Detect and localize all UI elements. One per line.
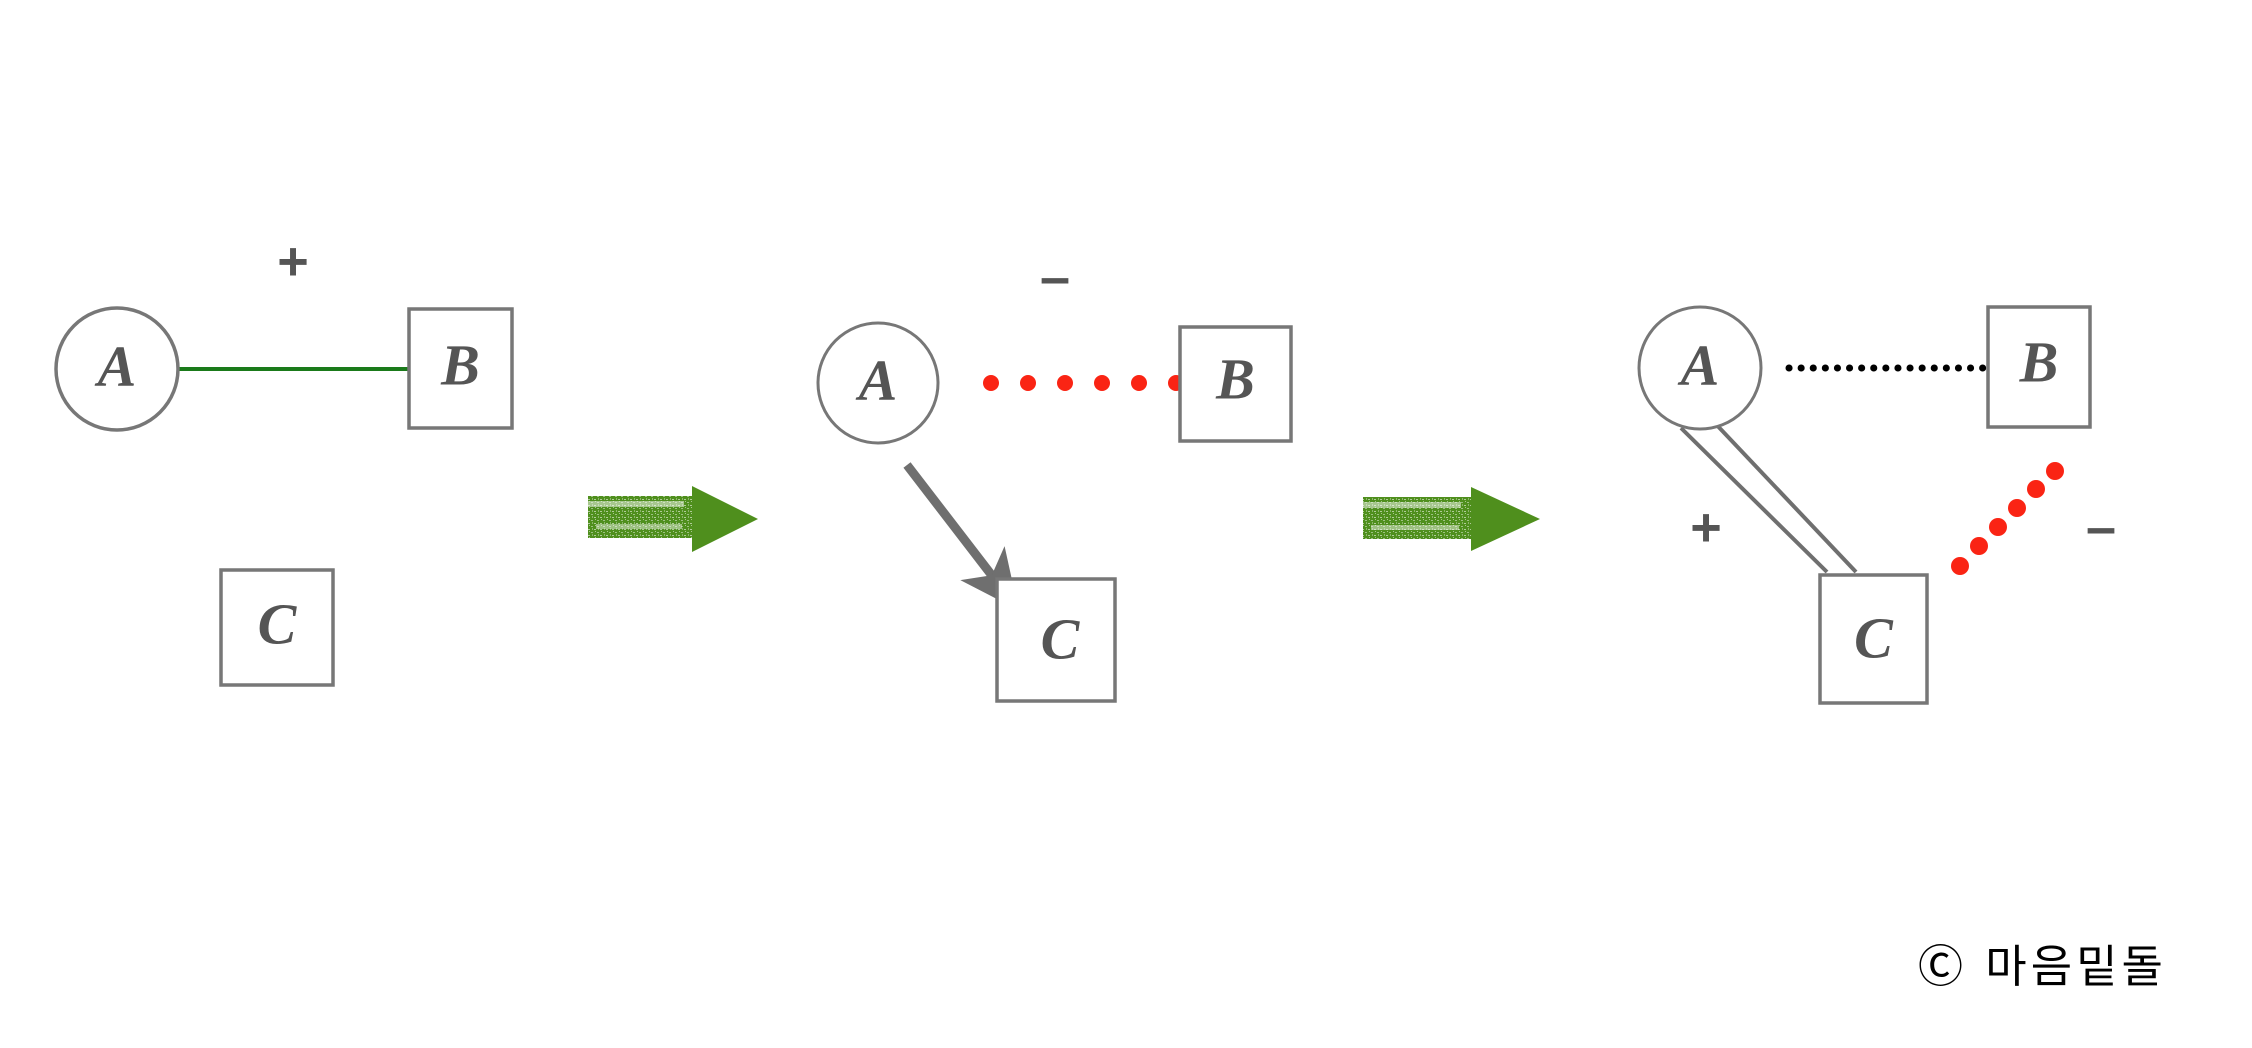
panel-3: + – A B C [1637,305,2116,705]
node-a-circle[interactable] [816,321,940,445]
copyright-credit: Ⓒ 마음밑돌 [1918,940,2167,993]
node-a-label: A [1678,332,1720,397]
node-c-label: C [1041,606,1081,671]
node-b-rect[interactable] [407,307,514,430]
node-b-rect[interactable] [1178,325,1293,443]
arrow-1-tail-fray2 [596,524,682,529]
node-c-rect[interactable] [219,568,335,687]
sign-plus-ac: + [1690,497,1722,557]
node-b-label: B [1215,346,1255,411]
node-c-rect[interactable] [1818,573,1929,705]
node-c-rect[interactable] [995,577,1117,703]
sign-minus-cb: – [2086,497,2116,557]
node-a-label: A [95,333,137,398]
node-b-label: B [440,332,480,397]
arrow-1-tail-fray [588,501,684,507]
sign-plus-ab: + [277,231,309,291]
arrow-2-tail-fray [1363,502,1461,508]
arrow-2-head [1471,487,1540,551]
transition-arrow-2 [1363,487,1540,551]
node-a-label: A [856,347,898,412]
sign-minus-ab: – [1040,247,1070,307]
link-a-b-negative [983,375,1184,391]
node-a-circle[interactable] [54,306,180,432]
link-a-c-arrow [903,462,1019,611]
link-c-b-negative [1951,462,2064,575]
node-a-circle[interactable] [1637,305,1763,431]
link-a-c-double [1679,418,1858,574]
panel-2: – A B C [816,247,1293,703]
node-c-label: C [1854,605,1894,670]
node-b-label: B [2019,329,2059,394]
transition-arrow-1 [588,486,758,552]
arrow-2-tail-fray2 [1371,525,1459,530]
arrow-1-head [692,486,758,552]
panel-1: + A B C [54,231,514,687]
node-b-rect[interactable] [1986,305,2092,429]
node-c-label: C [258,591,298,656]
